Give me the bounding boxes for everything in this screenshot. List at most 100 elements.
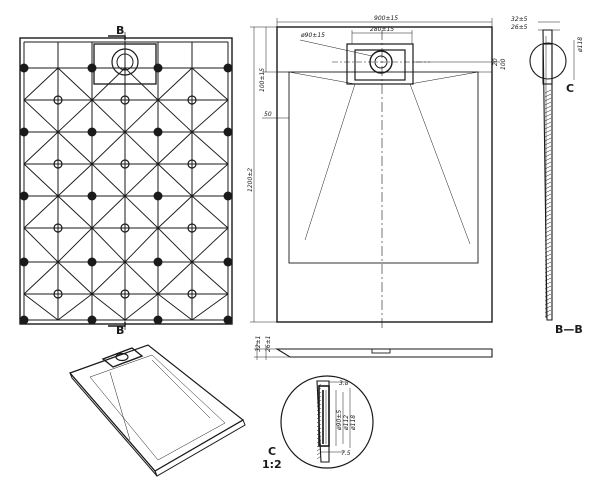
tray-flat-area — [288, 71, 479, 264]
hatch-line — [544, 169, 552, 174]
rib-diagonal — [191, 67, 229, 101]
rib-diagonal — [91, 227, 126, 263]
rib-diagonal — [91, 99, 126, 133]
rib-diagonal — [157, 67, 193, 101]
dim-drain-offset: 100±15 — [259, 68, 266, 92]
dim-drain-box: 280±15 — [370, 26, 394, 33]
hatch-line — [544, 133, 552, 138]
support-foot — [187, 95, 197, 105]
hatch-line — [544, 145, 552, 150]
dim-detail-wall: 3.8 — [339, 380, 349, 387]
hatch-line — [544, 241, 552, 246]
hatch-line — [544, 189, 552, 194]
support-foot — [153, 127, 163, 137]
rib-diagonal — [23, 99, 59, 133]
hatch-line — [316, 415, 322, 420]
support-foot — [223, 257, 233, 267]
hatch-line — [544, 121, 552, 126]
hatch-line — [544, 125, 552, 130]
isometric-view — [68, 344, 246, 477]
hatch-line — [316, 395, 322, 400]
hatch-line — [544, 281, 552, 286]
hatch-line — [316, 451, 322, 456]
section-marker-top: B — [116, 24, 124, 37]
support-foot — [187, 223, 197, 233]
dim-section-a: 32±5 — [511, 16, 528, 23]
rib-diagonal — [23, 131, 59, 165]
dim-side-b: 100 — [500, 58, 507, 70]
underside-drain-box — [93, 43, 157, 85]
section-b-b: 32±5 26±5 ø118 C B—B — [511, 16, 584, 336]
support-foot — [19, 257, 29, 267]
hatch-line — [544, 105, 552, 110]
rib-diagonal — [157, 195, 193, 229]
rib-diagonal — [191, 227, 229, 263]
hatch-line — [316, 399, 322, 404]
rib-diagonal — [57, 195, 93, 229]
rib-diagonal — [23, 67, 59, 101]
rib-diagonal — [91, 195, 126, 229]
support-foot — [187, 159, 197, 169]
hatch-line — [544, 277, 552, 282]
rib-diagonal — [124, 99, 159, 133]
dim-side-a: 20 — [492, 58, 499, 66]
support-foot — [153, 315, 163, 325]
support-feet — [19, 63, 233, 325]
hatch-line — [544, 265, 552, 270]
rib-diagonal — [124, 261, 159, 295]
support-foot — [53, 159, 63, 169]
rib-diagonal — [191, 131, 229, 165]
slope-line-right — [409, 83, 471, 245]
hatch-line — [544, 249, 552, 254]
dim-height: 1200±2 — [247, 168, 254, 192]
rib-diagonal — [124, 293, 159, 321]
hatch-line — [544, 101, 552, 106]
dim-width: 900±15 — [374, 15, 398, 22]
rib-diagonal — [57, 261, 93, 295]
hatch-line — [544, 229, 552, 234]
hatch-line — [544, 201, 552, 206]
rib-diagonal — [91, 293, 126, 321]
rib-diagonal — [91, 261, 126, 295]
detail-c-boundary — [280, 375, 374, 469]
rib-diagonal — [157, 293, 193, 321]
rib-diagonal — [191, 163, 229, 197]
hatch-line — [544, 113, 552, 118]
rib-diagonal — [157, 131, 193, 165]
hatch-line — [544, 293, 552, 298]
hatch-line — [544, 137, 552, 142]
hatch-line — [544, 313, 552, 318]
dim-profile-a: 32±1 — [255, 336, 262, 352]
rib-diagonal — [57, 163, 93, 197]
hatch-line — [544, 305, 552, 310]
support-foot — [19, 63, 29, 73]
rib-diagonal — [191, 293, 229, 321]
iso-top-face — [68, 344, 245, 472]
hatch-line — [316, 447, 322, 452]
rib-diagonal — [57, 131, 93, 165]
rib-diagonal — [157, 227, 193, 263]
hatch-line — [316, 387, 322, 392]
rib-diagonal — [124, 195, 159, 229]
hatch-line — [544, 217, 552, 222]
rib-diagonal — [23, 293, 59, 321]
hatch-line — [544, 153, 552, 158]
hatch-line — [544, 289, 552, 294]
hatch-line — [544, 89, 552, 94]
detail-marker-c-top: C — [566, 82, 574, 95]
hatch-line — [544, 285, 552, 290]
hatch-line — [544, 233, 552, 238]
hatch-line — [544, 117, 552, 122]
hatch-line — [544, 185, 552, 190]
rib-diagonal — [124, 131, 159, 165]
hatch-line — [544, 221, 552, 226]
support-foot — [53, 289, 63, 299]
dim-profile-b: 26±1 — [265, 336, 272, 352]
hatch-line — [544, 165, 552, 170]
support-foot — [223, 127, 233, 137]
hatch-line — [544, 213, 552, 218]
rib-diagonal — [124, 163, 159, 197]
rib-diagonal — [23, 261, 59, 295]
hatch-line — [544, 225, 552, 230]
dim-section-diameter: ø118 — [577, 37, 584, 53]
